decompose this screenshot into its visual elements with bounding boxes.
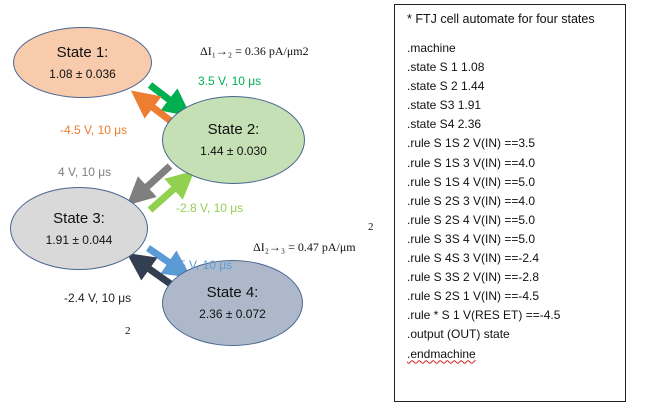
superscript-2-b: 2 (125, 325, 131, 337)
state-3-value: 1.91 ± 0.044 (45, 232, 113, 247)
state-1-node: State 1: 1.08 ± 0.036 (13, 27, 152, 98)
superscript-2-a: 2 (368, 221, 374, 233)
state-4-value: 2.36 ± 0.072 (199, 307, 266, 321)
state-1-value: 1.08 ± 0.036 (49, 66, 116, 81)
code-line: .output (OUT) state (407, 327, 510, 342)
arrow-s1-to-s2 (147, 82, 192, 117)
code-line: .endmachine (407, 346, 476, 361)
code-line: .rule S 1S 3 V(IN) ==4.0 (407, 155, 536, 170)
code-line: .rule S 2S 4 V(IN) ==5.0 (407, 212, 536, 227)
fsm-code-box: * FTJ cell automate for four states .mac… (394, 4, 626, 402)
label-neg-4-5v: -4.5 V, 10 μs (60, 123, 128, 137)
arrow-s2-to-s1 (130, 90, 175, 125)
delta-i-1-2-formula: ΔI₁→₂ = 0.36 pA/μm2 (200, 44, 309, 58)
state-1-name: State 1: (56, 43, 109, 61)
code-line: .rule S 1S 2 V(IN) ==3.5 (407, 136, 536, 151)
label-4v: 4 V, 10 μs (58, 165, 112, 179)
transition-arrows (126, 82, 195, 288)
code-line: .state S3 1.91 (407, 98, 482, 113)
label-3-5v: 3.5 V, 10 μs (198, 74, 262, 88)
label-5v: 5 V, 10 μs (179, 258, 233, 272)
code-lines: .machine .state S 1 1.08 .state S 2 1.44 .s… (407, 39, 625, 364)
label-neg-2-4v: -2.4 V, 10 μs (64, 291, 132, 305)
code-line: .rule * S 1 V(RES ET) ==-4.5 (407, 308, 561, 323)
code-line: .state S 1 1.08 (407, 60, 485, 75)
arrow-s3-to-s2 (147, 170, 195, 213)
state-2-node: State 2: 1.44 ± 0.030 (162, 96, 305, 184)
code-line: .state S 2 1.44 (407, 79, 485, 94)
code-line: .rule S 2S 3 V(IN) ==4.0 (407, 193, 536, 208)
state-3-name: State 3: (53, 209, 105, 227)
state-2-value: 1.44 ± 0.030 (200, 144, 267, 158)
code-line: .rule S 3S 2 V(IN) ==-2.8 (407, 270, 540, 285)
code-line: .state S4 2.36 (407, 117, 482, 132)
state-2-name: State 2: (207, 121, 260, 138)
code-line: .rule S 1S 4 V(IN) ==5.0 (407, 174, 536, 189)
arrow-s3-to-s4 (146, 245, 192, 278)
code-line: .rule S 3S 4 V(IN) ==5.0 (407, 231, 536, 246)
code-line: .machine (407, 41, 456, 55)
arrow-s2-to-s3 (126, 163, 173, 206)
delta-i-2-3-formula: ΔI₂→₃ = 0.47 pA/μm (253, 240, 356, 254)
state-4-name: State 4: (206, 284, 259, 301)
arrow-s4-to-s3 (126, 252, 175, 288)
code-title: * FTJ cell automate for four states (407, 12, 595, 26)
code-line: .rule S 2S 1 V(IN) ==-4.5 (407, 289, 540, 304)
state-4-node: State 4: 2.36 ± 0.072 (162, 260, 303, 346)
state-3-node: State 3: 1.91 ± 0.044 (10, 187, 148, 270)
state-diagram: State 1: 1.08 ± 0.036 State 2: 1.44 ± 0.… (10, 27, 374, 346)
code-line: .rule S 4S 3 V(IN) ==-2.4 (407, 251, 540, 266)
label-neg-2-8v: -2.8 V, 10 μs (176, 201, 244, 215)
